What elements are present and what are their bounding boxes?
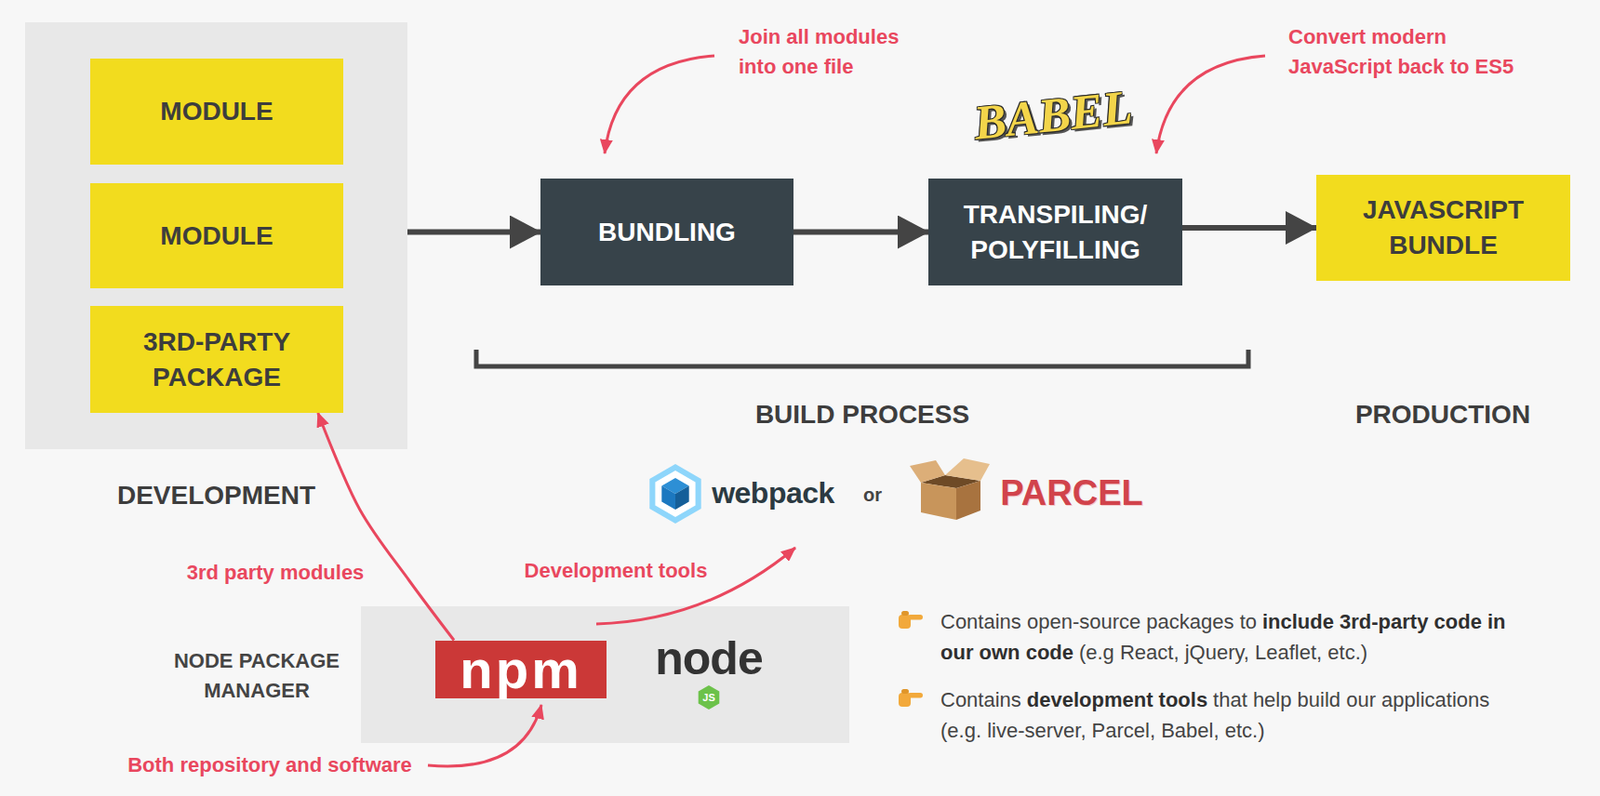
panel-ground	[25, 22, 408, 450]
hand-thumb	[901, 689, 909, 694]
bullet-text: (e.g React, jQuery, Leaflet, etc.)	[1079, 640, 1368, 665]
module-box: MODULE	[90, 183, 344, 289]
panel-grounds	[25, 22, 850, 744]
bullet-text: that help build our applications (e.g. l…	[940, 688, 1490, 743]
webpack-cube-left	[661, 486, 676, 511]
npm-panel: NODE PACKAGE MANAGERnpm	[360, 606, 850, 744]
module-box: MODULE	[90, 58, 344, 165]
panel-heading: NODE PACKAGE MANAGER	[154, 646, 360, 707]
node-label: JAVASCRIPT BUNDLE	[1333, 192, 1554, 264]
connector-arrow	[407, 229, 541, 236]
process-box: BUNDLING	[540, 178, 794, 286]
callout-arrow	[604, 55, 715, 154]
build-bracket	[476, 349, 1249, 367]
bullet-text: Contains open-source packages to	[940, 610, 1257, 634]
node-logo-text: node	[643, 632, 774, 685]
callout-arrow	[427, 705, 542, 767]
npm-logo: npm	[435, 640, 607, 699]
callout-note: Both repository and software	[111, 751, 428, 780]
hand-thumb	[901, 611, 909, 616]
hand-finger	[907, 693, 923, 699]
box-side	[956, 480, 981, 520]
callout-arrow	[1156, 55, 1266, 154]
box-front	[920, 482, 957, 520]
webpack-shell	[649, 464, 701, 524]
parcel-logo-text: PARCEL	[987, 471, 1156, 515]
callout-note: Join all modules into one file	[738, 22, 930, 82]
callout-note: Convert modern JavaScript back to ES5	[1288, 22, 1533, 82]
webpack-ring	[654, 470, 695, 518]
pointing-hand-icon	[898, 611, 923, 629]
connector-arrow	[793, 229, 929, 236]
node-label: npm	[459, 642, 582, 697]
bullet-text: Contains	[940, 688, 1022, 712]
package-box: 3RD-PARTY PACKAGE	[90, 306, 344, 414]
development-panel: DEVELOPMENTMODULEMODULE3RD-PARTY PACKAGE	[25, 22, 408, 450]
hand-finger	[907, 614, 923, 621]
webpack-icon	[649, 464, 701, 524]
js-badge-text: JS	[696, 691, 721, 705]
box-flap	[945, 458, 990, 481]
node-label: TRANSPILING/ POLYFILLING	[945, 197, 1166, 268]
node-label: 3RD-PARTY PACKAGE	[106, 324, 327, 396]
node-label: MODULE	[160, 218, 273, 254]
callout-note: Development tools	[513, 557, 719, 586]
process-box: TRANSPILING/ POLYFILLING	[928, 178, 1183, 286]
edge-label: 3rd party modules	[173, 559, 378, 587]
node-label: MODULE	[160, 93, 273, 130]
panel-ground	[360, 606, 850, 744]
stage-label: PRODUCTION	[1303, 398, 1583, 432]
webpack-cube-right	[675, 486, 690, 511]
or-label: or	[853, 481, 892, 508]
output-box: JAVASCRIPT BUNDLE	[1316, 174, 1571, 281]
bullet-paragraph: Contains open-source packages toinclude …	[940, 606, 1518, 668]
webpack-logo-text: webpack	[698, 474, 848, 512]
node-label: BUNDLING	[598, 214, 736, 251]
connector-arrow	[318, 413, 454, 641]
stage-label: BUILD PROCESS	[713, 398, 1012, 432]
bullet-emphasis: development tools	[1026, 688, 1208, 712]
bullet-paragraph: Containsdevelopment toolsthat help build…	[940, 684, 1518, 747]
parcel-box-icon	[909, 458, 990, 520]
connector-arrow	[1182, 225, 1317, 231]
box-flap	[909, 460, 946, 483]
connectors	[318, 227, 1317, 641]
pointing-hand-icon	[898, 689, 923, 707]
babel-logo: BABEL	[943, 74, 1162, 157]
panel-heading: DEVELOPMENT	[25, 478, 408, 514]
